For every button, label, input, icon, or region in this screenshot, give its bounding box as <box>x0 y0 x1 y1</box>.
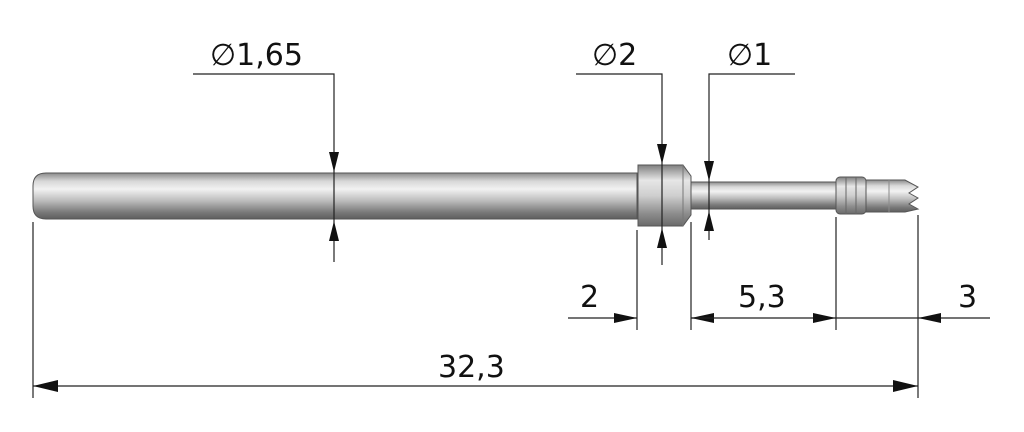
dim-total-length: 32,3 <box>438 350 505 385</box>
dim-tip-length: 3 <box>958 280 977 315</box>
dim-body-diameter: ∅1,65 <box>210 38 303 73</box>
dim-collar-length: 2 <box>580 280 599 315</box>
pin <box>32 164 920 227</box>
dim-collar-diameter: ∅2 <box>592 38 637 73</box>
pin-plunger <box>690 181 837 210</box>
pin-crown-tip <box>865 179 920 213</box>
pin-groove <box>835 176 867 215</box>
dimension-lines <box>32 73 990 398</box>
dim-plunger-length: 5,3 <box>738 280 786 315</box>
dim-plunger-diameter: ∅1 <box>727 38 772 73</box>
pin-body <box>32 172 638 220</box>
